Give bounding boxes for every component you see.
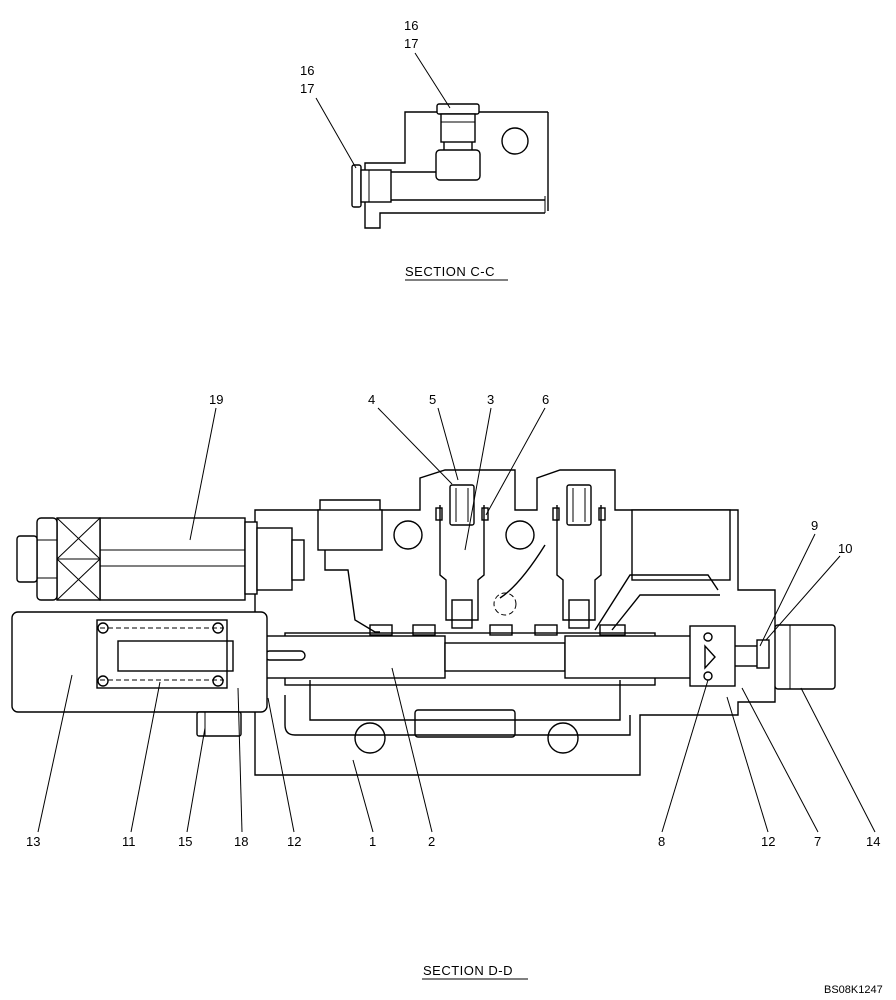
dd-callout-10: 10 (838, 541, 852, 556)
dd-callout-19: 19 (209, 392, 223, 407)
dd-callout-3: 3 (487, 392, 494, 407)
section-cc-title: SECTION C-C (405, 264, 495, 279)
section-dd-title: SECTION D-D (423, 963, 513, 978)
dd-callout-5: 5 (429, 392, 436, 407)
dd-callout-9: 9 (811, 518, 818, 533)
dd-callout-2: 2 (428, 834, 435, 849)
cc-callout-17-top: 17 (404, 36, 418, 51)
dd-callout-8: 8 (658, 834, 665, 849)
dd-callout-1: 1 (369, 834, 376, 849)
cc-callout-16-top: 16 (404, 18, 418, 33)
dd-callout-12-left: 12 (287, 834, 301, 849)
cc-callout-16-left: 16 (300, 63, 314, 78)
dd-callout-4: 4 (368, 392, 375, 407)
dd-callout-18: 18 (234, 834, 248, 849)
cc-callout-17-left: 17 (300, 81, 314, 96)
dd-callout-11: 11 (122, 834, 136, 849)
section-cc-drawing (315, 52, 549, 229)
dd-callout-15: 15 (178, 834, 192, 849)
section-dd-drawing (11, 407, 876, 833)
dd-callout-12-right: 12 (761, 834, 775, 849)
dd-callout-6: 6 (542, 392, 549, 407)
drawing-code: BS08K1247 (824, 984, 883, 996)
dd-callout-14: 14 (866, 834, 880, 849)
dd-callout-7: 7 (814, 834, 821, 849)
dd-callout-13: 13 (26, 834, 40, 849)
